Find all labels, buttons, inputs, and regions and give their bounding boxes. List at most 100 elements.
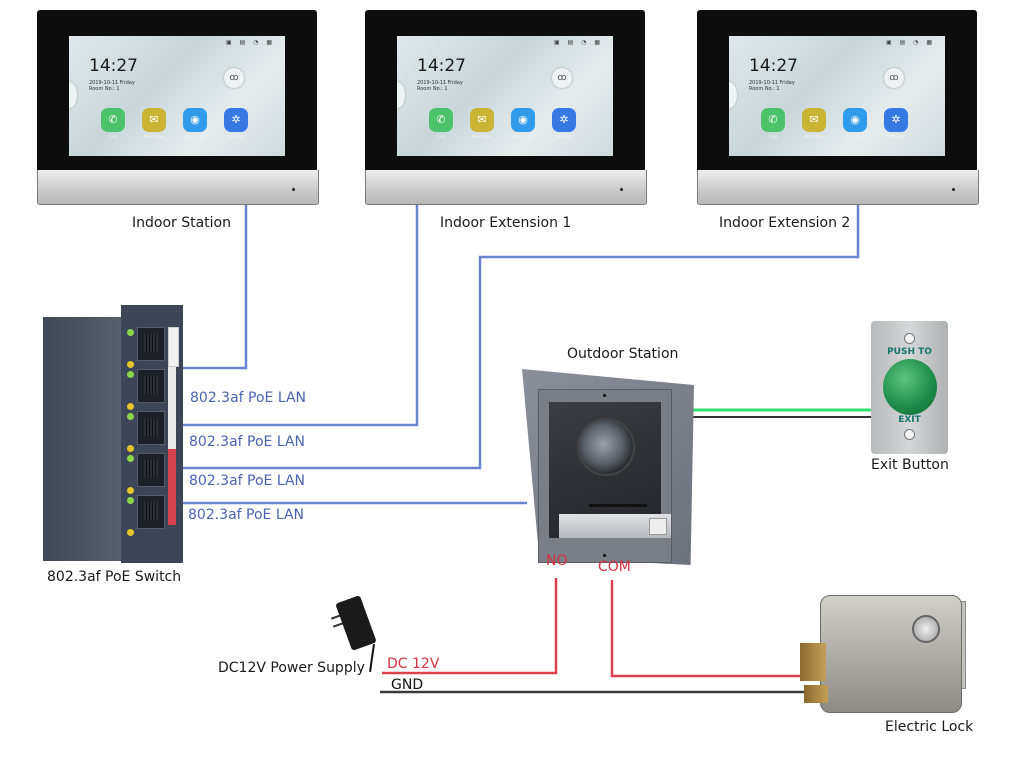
lock-body <box>820 595 962 713</box>
room-text: Room No.: 1 <box>749 86 780 92</box>
monitor-chin <box>697 170 979 205</box>
exit-push-button[interactable] <box>883 359 937 415</box>
settings-app-label: Settings <box>226 135 246 140</box>
adapter-body <box>335 595 377 651</box>
date-text: 2019-10-11 Friday <box>749 80 795 86</box>
message-app-label: Message <box>472 135 492 140</box>
group-call-icon[interactable]: ꝏ <box>884 68 904 88</box>
clock-time: 14:27 <box>417 56 466 76</box>
poe-strip-red <box>168 449 176 525</box>
lock-release-button[interactable] <box>912 615 940 643</box>
date-text: 2019-10-11 Friday <box>89 80 135 86</box>
live-view-app-label: Live View <box>184 135 206 140</box>
outdoor-face <box>538 389 672 563</box>
poe-port-2 <box>137 453 165 487</box>
nameplate <box>559 514 671 538</box>
monitor-led <box>952 188 955 191</box>
lan-label-4: 802.3af PoE LAN <box>188 507 305 523</box>
outdoor-station-label: Outdoor Station <box>567 346 679 362</box>
side-tab-icon <box>729 82 737 108</box>
call-app-icon[interactable]: ✆ <box>761 108 785 132</box>
side-tab-icon <box>69 82 77 108</box>
screw-hole <box>603 554 606 557</box>
indoor-station-label: Indoor Station <box>132 215 231 231</box>
call-app-label: Call <box>108 135 118 140</box>
monitor-screen: ▣ ▤ ◔ ▦ 14:27 2019-10-11 Friday Room No.… <box>397 36 613 156</box>
com-terminal-label: COM <box>598 559 631 575</box>
mount-hole <box>904 333 915 344</box>
message-app-icon[interactable]: ✉ <box>802 108 826 132</box>
switch-front-panel <box>121 305 183 563</box>
lock-latch <box>800 643 826 681</box>
monitor-screen: ▣ ▤ ◔ ▦ 14:27 2019-10-11 Friday Room No.… <box>69 36 285 156</box>
poe-port-4 <box>137 369 165 403</box>
poe-port-3 <box>137 411 165 445</box>
power-led <box>127 329 134 336</box>
mount-hole <box>904 429 915 440</box>
poe-switch-label: 802.3af PoE Switch <box>47 569 182 585</box>
lan-wire-indoor-extension-2 <box>150 205 860 470</box>
call-app-label: Call <box>768 135 778 140</box>
camera-panel <box>549 402 671 538</box>
group-call-icon[interactable]: ꝏ <box>552 68 572 88</box>
date-room: 2019-10-11 Friday Room No.: 1 <box>749 80 795 92</box>
uplink-strip <box>168 327 179 367</box>
settings-app-label: Settings <box>554 135 574 140</box>
monitor-led <box>620 188 623 191</box>
monitor-screen: ▣ ▤ ◔ ▦ 14:27 2019-10-11 Friday Room No.… <box>729 36 945 156</box>
indoor-extension-1-monitor: ▣ ▤ ◔ ▦ 14:27 2019-10-11 Friday Room No.… <box>365 10 647 206</box>
speaker-slot <box>589 504 647 507</box>
link-led <box>127 487 134 494</box>
status-icons: ▣ ▤ ◔ ▦ <box>886 39 935 46</box>
switch-side <box>43 317 123 561</box>
lock-bolt <box>804 685 828 703</box>
poe-switch <box>43 305 183 563</box>
monitor-chin <box>37 170 319 205</box>
live-view-app-icon[interactable]: ◉ <box>183 108 207 132</box>
settings-app-icon[interactable]: ✲ <box>552 108 576 132</box>
call-app-icon[interactable]: ✆ <box>101 108 125 132</box>
clock-time: 14:27 <box>749 56 798 76</box>
link-led <box>127 529 134 536</box>
lan-label-2: 802.3af PoE LAN <box>189 434 306 450</box>
electric-lock-label: Electric Lock <box>885 719 974 735</box>
gnd-label: GND <box>391 677 424 693</box>
lan-wire-indoor-extension-1 <box>150 205 419 427</box>
lan-label-3: 802.3af PoE LAN <box>189 473 306 489</box>
message-app-icon[interactable]: ✉ <box>470 108 494 132</box>
call-app-icon[interactable]: ✆ <box>429 108 453 132</box>
message-app-icon[interactable]: ✉ <box>142 108 166 132</box>
poe-led <box>127 413 134 420</box>
power-wire-com <box>610 580 808 678</box>
power-supply-label: DC12V Power Supply <box>218 660 365 676</box>
date-room: 2019-10-11 Friday Room No.: 1 <box>417 80 463 92</box>
poe-led <box>127 371 134 378</box>
indoor-extension-2-label: Indoor Extension 2 <box>719 215 851 231</box>
date-text: 2019-10-11 Friday <box>417 80 463 86</box>
settings-app-label: Settings <box>886 135 906 140</box>
monitor-chin <box>365 170 647 205</box>
settings-app-icon[interactable]: ✲ <box>224 108 248 132</box>
outdoor-station <box>522 365 694 565</box>
side-tab-icon <box>397 82 405 108</box>
live-view-app-icon[interactable]: ◉ <box>843 108 867 132</box>
group-call-icon[interactable]: ꝏ <box>224 68 244 88</box>
room-text: Room No.: 1 <box>89 86 120 92</box>
live-view-app-label: Live View <box>844 135 866 140</box>
indoor-extension-1-label: Indoor Extension 1 <box>440 215 572 231</box>
power-wire-no <box>382 578 558 675</box>
dc12v-label: DC 12V <box>387 656 440 672</box>
camera-lens-icon <box>577 418 635 476</box>
link-led <box>127 361 134 368</box>
settings-app-icon[interactable]: ✲ <box>884 108 908 132</box>
date-room: 2019-10-11 Friday Room No.: 1 <box>89 80 135 92</box>
call-button[interactable] <box>649 518 667 535</box>
indoor-station-monitor: ▣ ▤ ◔ ▦ 14:27 2019-10-11 Friday Room No.… <box>37 10 319 206</box>
poe-led <box>127 497 134 504</box>
live-view-app-icon[interactable]: ◉ <box>511 108 535 132</box>
exit-text: EXIT <box>898 415 921 425</box>
poe-led <box>127 455 134 462</box>
link-led <box>127 403 134 410</box>
clock-time: 14:27 <box>89 56 138 76</box>
